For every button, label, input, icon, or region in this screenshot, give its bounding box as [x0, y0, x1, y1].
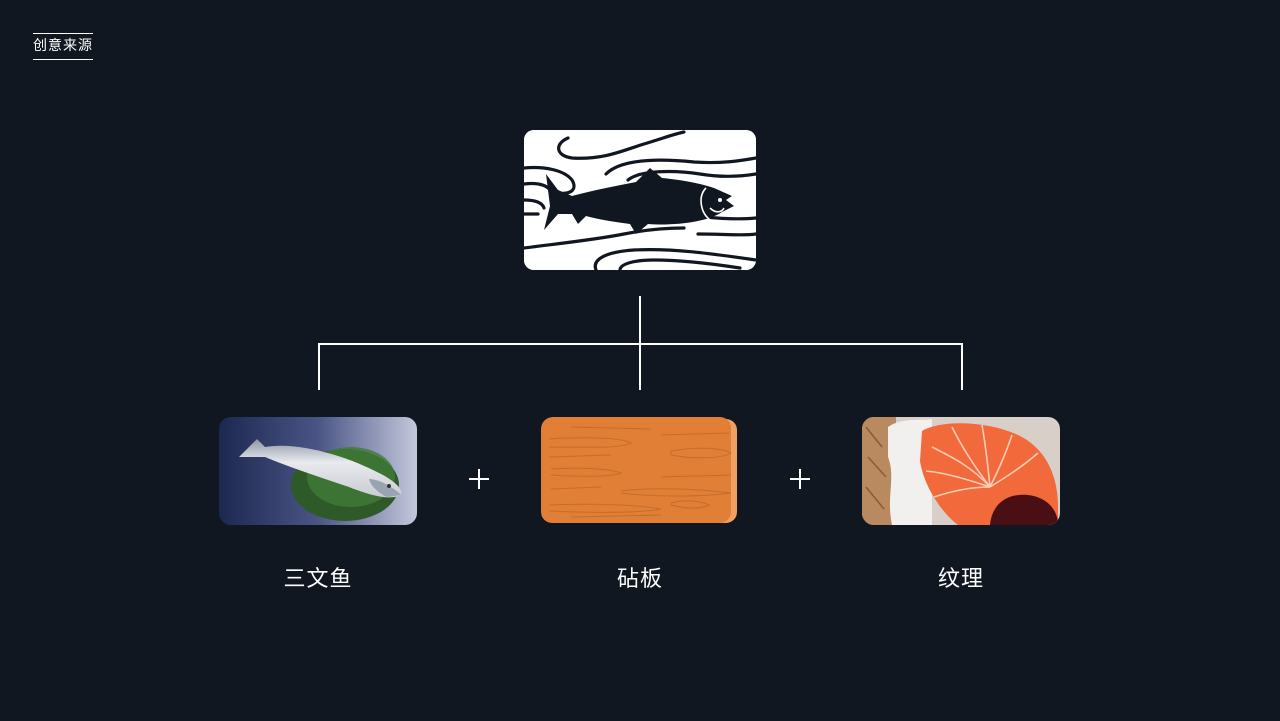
- label-texture: 纹理: [937, 567, 984, 592]
- plus-icon: [788, 467, 812, 491]
- label-salmon: 三文鱼: [283, 567, 353, 592]
- plus-icon: [467, 467, 491, 491]
- salmon-logo-icon: [524, 130, 756, 270]
- connector-bar: [318, 343, 963, 345]
- section-tag: 创意来源: [33, 33, 93, 60]
- cutting-board-image: [541, 417, 739, 525]
- connector-left: [318, 343, 320, 390]
- whole-salmon-image: [219, 417, 417, 525]
- label-cutting-board: 砧板: [616, 567, 663, 592]
- salmon-steak-image: [862, 417, 1060, 525]
- connector-right: [961, 343, 963, 390]
